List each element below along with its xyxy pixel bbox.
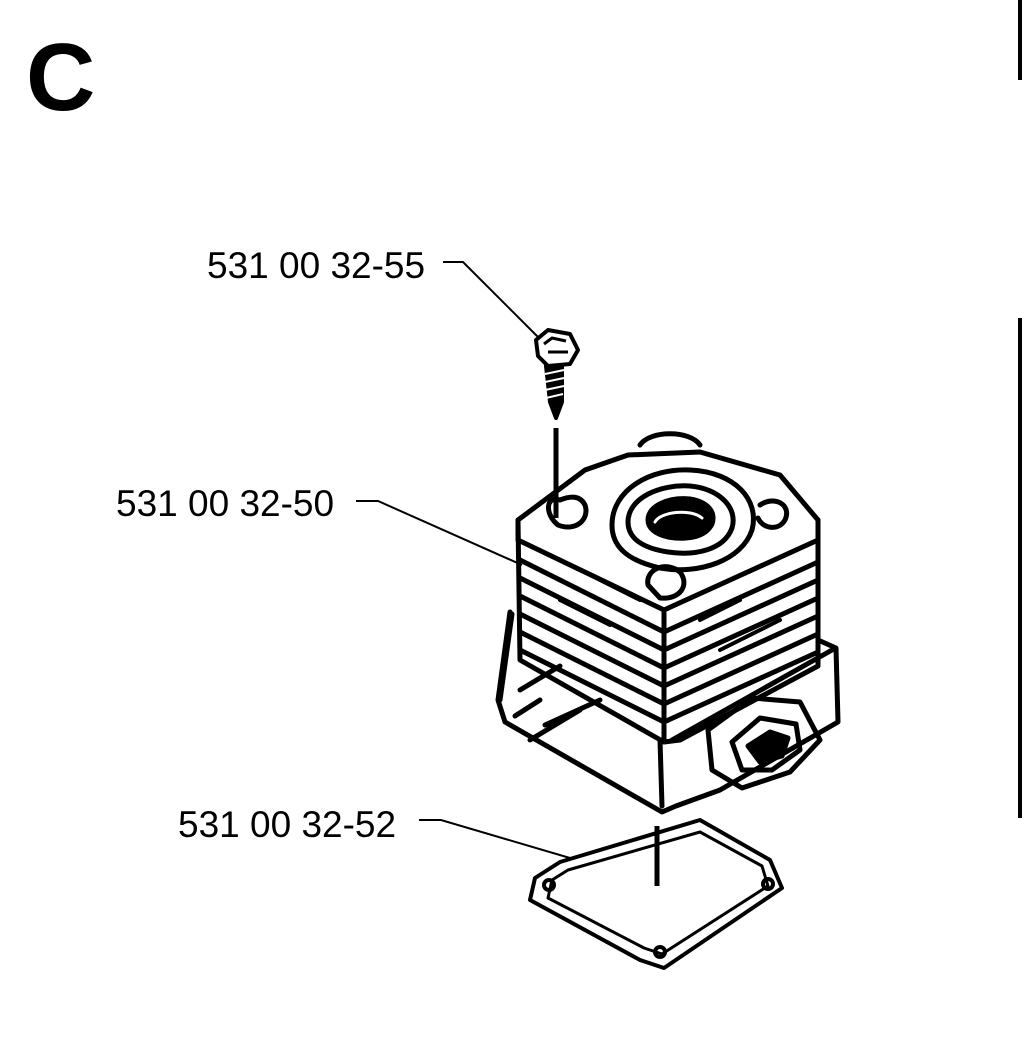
part-number-cylinder: 531 00 32-50 [116,483,335,524]
gasket [528,818,784,970]
page-edge-bottom [1018,318,1022,818]
page-edge-top [1018,0,1022,80]
leader-gasket [419,819,571,859]
leader-cylinder [356,500,523,566]
leader-screw [443,261,544,343]
section-letter: C [26,24,96,131]
screw [534,328,580,420]
leader-lines [356,261,571,859]
part-number-screw: 531 00 32-55 [207,245,426,286]
cylinder [495,431,841,815]
part-number-gasket: 531 00 32-52 [178,804,397,845]
